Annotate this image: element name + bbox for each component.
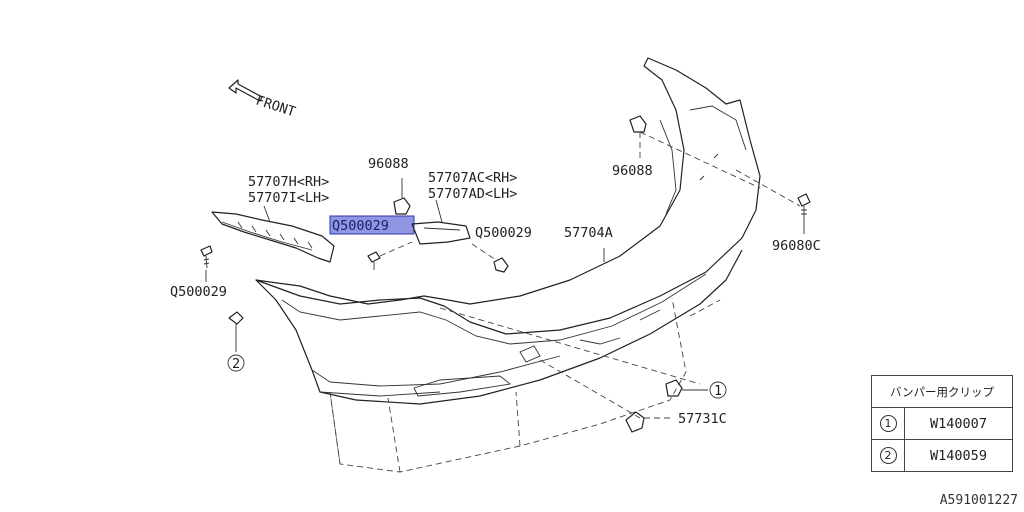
label-q500029-left: Q500029 [170,284,227,300]
label-96088-right: 96088 [612,163,653,179]
legend-code-1: W140007 [904,407,1013,440]
legend-row: 1 W140007 [871,407,1013,440]
clip-legend-table: バンパー用クリップ 1 W140007 2 W140059 [871,375,1013,472]
screw-96080c[interactable] [797,193,811,234]
legend-header: バンパー用クリップ [871,375,1013,408]
label-57731c: 57731C [678,411,727,427]
reinforcement-bracket[interactable] [211,205,335,263]
clip-1[interactable] [665,379,727,399]
bolt-q500029-highlight[interactable]: Q500029 [329,215,415,235]
bumper-face[interactable] [255,57,761,405]
label-96080c: 96080C [772,238,821,254]
callout-1-label: 1 [714,383,722,399]
cap-57731c[interactable] [625,411,674,433]
label-57704a: 57704A [564,225,613,241]
svg-text:Q500029: Q500029 [332,218,389,234]
under-panel-dashed [329,131,801,473]
legend-row: 2 W140059 [871,439,1013,472]
clip-96088-right[interactable] [629,115,647,160]
clip-96088-center[interactable] [393,178,411,215]
clip-2[interactable] [227,311,245,372]
callout-2-label: 2 [232,356,240,372]
legend-code-2: W140059 [904,439,1013,472]
bolt-center-lower[interactable] [367,241,413,270]
label-57707h: 57707H<RH> [248,174,329,190]
legend-num-1: 1 [879,415,897,432]
front-label: FRONT [254,93,298,121]
bolt-center[interactable] [471,243,509,273]
label-96088-left: 96088 [368,156,409,172]
label-q500029-center: Q500029 [475,225,532,241]
label-57707ad: 57707AD<LH> [428,186,517,202]
legend-num-2: 2 [879,447,897,464]
front-arrow: FRONT [228,79,298,121]
bolt-left[interactable] [200,245,213,282]
label-57707i: 57707I<LH> [248,190,329,206]
corner-bracket[interactable] [411,199,471,245]
reference-code: A591001227 [939,493,1018,508]
label-57707ac: 57707AC<RH> [428,170,517,186]
